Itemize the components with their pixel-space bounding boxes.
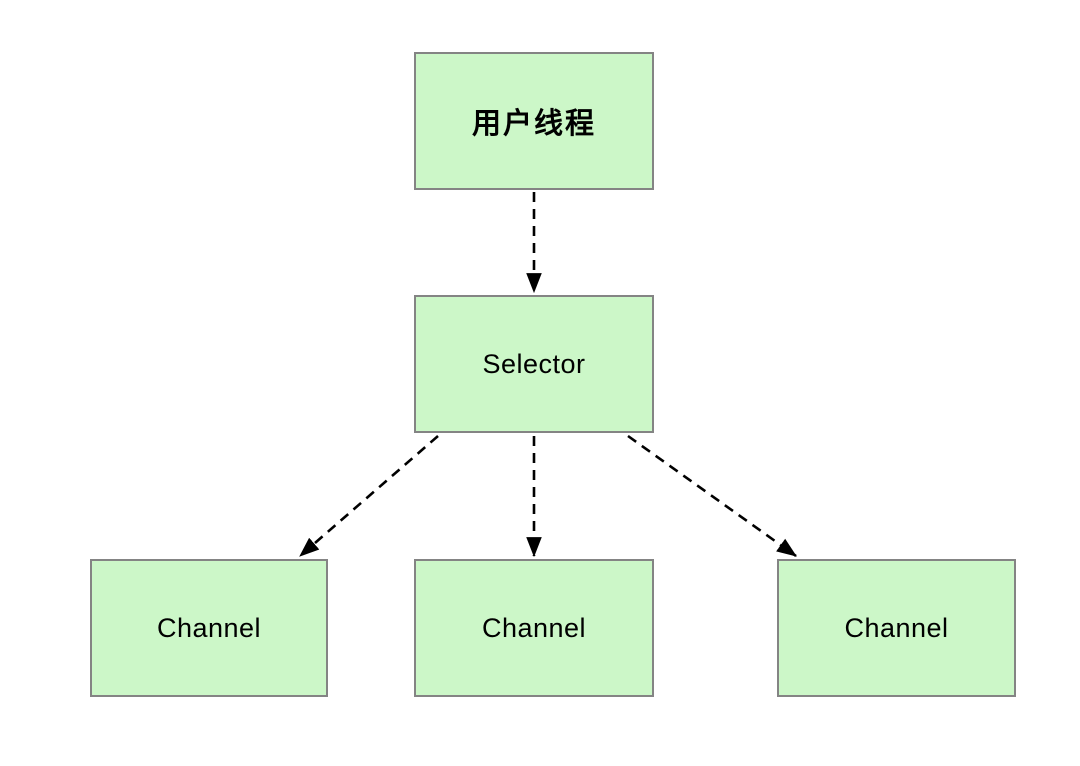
node-channel-1-label: Channel [156,612,262,643]
node-user-thread: 用户线程 [414,52,654,190]
node-channel-3-label: Channel [844,612,949,643]
node-selector-label: Selector [482,348,586,379]
node-channel-2-label: Channel [481,612,587,643]
node-channel-1: Channel [90,559,328,697]
node-selector: Selector [414,295,654,433]
node-user-thread-label: 用户线程 [471,108,596,140]
node-channel-3: Channel [777,559,1016,697]
edge-selector-to-channel-1 [299,435,439,557]
edge-selector-to-channel-3 [627,434,797,558]
node-channel-2: Channel [414,559,654,697]
